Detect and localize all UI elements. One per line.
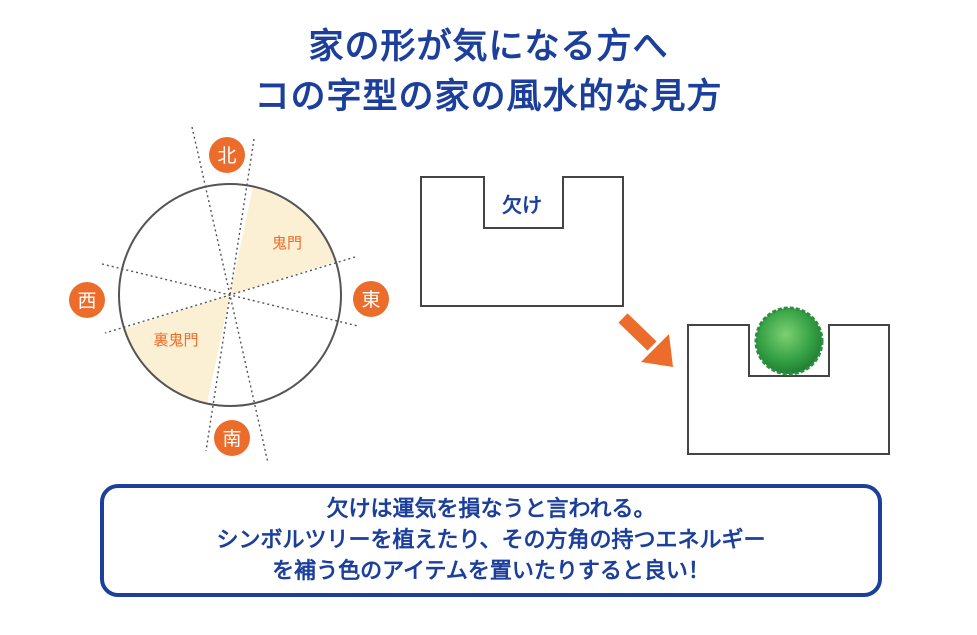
advice-line-3: を補う色のアイテムを置いたりすると良い！ — [272, 559, 710, 584]
arrow-down-right-icon — [618, 313, 673, 367]
advice-line-1: 欠けは運気を損なうと言われる。 — [326, 497, 656, 522]
symbol-tree-icon — [754, 306, 824, 376]
east-label: 東 — [361, 289, 380, 311]
north-label: 北 — [217, 145, 236, 167]
page-title: 家の形が気になる方へ コの字型の家の風水的な見方 — [0, 22, 977, 122]
ura-kimon-label: 裏鬼門 — [153, 331, 198, 349]
direction-lines — [101, 126, 359, 464]
advice-line-2: シンボルツリーを植えたり、その方角の持つエネルギー — [216, 528, 766, 553]
ura-kimon-sector — [124, 295, 230, 404]
kimon-label: 鬼門 — [272, 234, 302, 252]
south-label: 南 — [222, 428, 241, 450]
compass-diagram: 北 南 東 西 鬼門 裏鬼門 — [69, 126, 389, 464]
north-badge: 北 — [209, 137, 245, 173]
south-badge: 南 — [214, 420, 250, 456]
title-line-2: コの字型の家の風水的な見方 — [254, 77, 723, 117]
missing-part-label: 欠け — [502, 193, 542, 217]
east-badge: 東 — [353, 281, 389, 317]
kimon-sector — [230, 187, 336, 295]
compass-circle — [118, 183, 342, 407]
west-label: 西 — [77, 290, 96, 312]
west-badge: 西 — [69, 282, 105, 318]
advice-box: 欠けは運気を損なうと言われる。 シンボルツリーを植えたり、その方角の持つエネルギ… — [100, 484, 882, 597]
house-plan-after — [687, 306, 890, 455]
house-plan-before: 欠け — [420, 176, 624, 307]
title-line-1: 家の形が気になる方へ — [308, 27, 669, 67]
